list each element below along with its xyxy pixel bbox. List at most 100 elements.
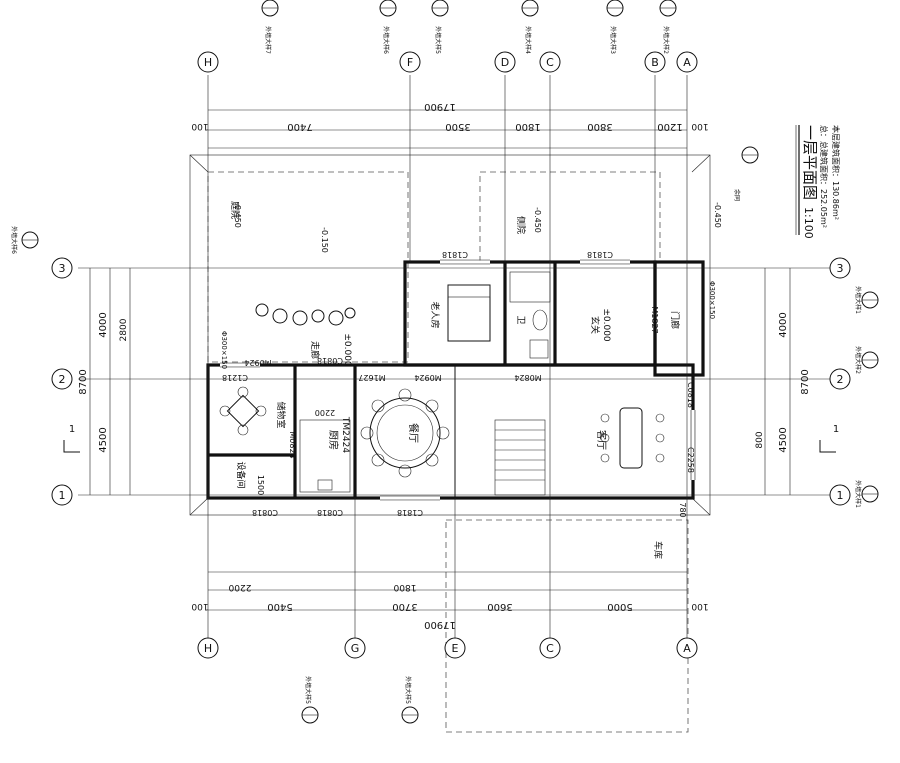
dim-right-total: 8700 [800,369,811,394]
dim-bottom-c: 3700 [392,601,417,612]
misc-tag: 2200 [315,408,335,417]
window-tag: C1818 [442,250,468,259]
axis-bubble-right-3: 3 [829,257,851,279]
svg-text:外墙大样2: 外墙大样2 [854,346,862,374]
detail-callout: 外墙大样5 [301,676,319,724]
window-tag: C1818 [587,250,613,259]
dining-table [360,388,450,478]
level-tag: -0.450 [533,207,542,233]
dim-right-b: 4500 [778,427,789,452]
axis-bubble-bottom-G: G [344,637,366,659]
svg-text:外墙大样1: 外墙大样1 [854,480,862,508]
window-tag: C0818 [317,356,343,365]
bed [447,284,491,342]
title-block: 一层平面图 1:100 总：总建筑面积：252.05m² 本层建筑面积：130.… [795,125,841,239]
dim-bottom-e: 5000 [607,601,632,612]
dim-bottom-total: 17900 [424,619,456,630]
storage-room-table [219,386,267,436]
svg-text:外墙大样5: 外墙大样5 [404,676,412,704]
door-tag: M1627 [358,373,385,382]
svg-text:外墙大样1: 外墙大样1 [854,286,862,314]
detail-callout: 外墙大样6 [379,0,397,54]
staircase [494,419,546,496]
axis-bubble-left-3: 3 [51,257,73,279]
svg-text:外墙大样6: 外墙大样6 [382,26,390,54]
detail-callout: 外墙大样4 [521,0,539,54]
svg-text:外墙大样6: 外墙大样6 [10,226,18,254]
parking-dashed-boundary [445,519,689,733]
room-kitchen: 厨房 [327,430,340,450]
misc-tag: Φ300×150 [220,331,228,369]
dim-bottom-d: 3600 [487,601,512,612]
window-tag: C0818 [686,382,695,408]
dim-top-f: 1200 [657,121,682,132]
axis-bubble-top-A: A [676,51,698,73]
svg-text:C: C [546,642,554,655]
room-storage: 储物室 [275,401,287,428]
dim-right-c: 800 [755,431,765,448]
window-tag: C1218 [222,373,248,382]
axis-bubble-right-2: 2 [829,368,851,390]
axis-bubble-top-B: B [644,51,666,73]
window-tag: C0818 [317,508,343,517]
dim-top-d: 1800 [515,121,540,132]
level-tag: -0.450 [713,202,722,228]
room-elder-bedroom: 老人房 [429,301,441,328]
axis-bubble-right-1: 1 [829,484,851,506]
corridor-level: ±0.000 [342,333,352,367]
svg-text:外墙大样5: 外墙大样5 [434,26,442,54]
room-door-area: 门廊 [669,311,681,329]
side-yard-dashed-boundary [479,171,661,263]
misc-tag: 1500 [256,475,265,495]
detail-callout: 外墙大样6 [10,226,39,254]
detail-callout: 外墙大样1 [854,286,879,314]
svg-text:G: G [351,642,360,655]
svg-text:H: H [204,642,212,655]
detail-callout: 外墙大样2 [659,0,677,54]
svg-text:3: 3 [59,262,66,275]
svg-text:B: B [651,56,659,69]
area-note-1: 总：总建筑面积：252.05m² [819,125,829,228]
svg-text:1: 1 [59,489,66,502]
site-corner-line [189,497,209,516]
room-bathroom: 卫 [515,315,525,324]
detail-callout: 余同 [733,146,759,201]
room-equipment: 设备间 [235,461,247,488]
svg-text:外墙大样7: 外墙大样7 [264,26,272,54]
axis-bubble-left-1: 1 [51,484,73,506]
dim-bottom-a: 100 [191,601,208,611]
dim-bottom-h: 1800 [393,582,416,592]
axis-lines [78,75,830,655]
site-corner-line [691,154,711,173]
door-tag: M0824 [514,373,541,382]
dim-top-c: 3500 [445,121,470,132]
detail-callout: 外墙大样5 [401,676,419,724]
dimension-lines [89,109,791,611]
detail-callout: 外墙大样3 [606,0,624,54]
section-mark-right: 1 [819,424,839,453]
svg-text:2: 2 [59,373,66,386]
detail-callout: 外墙大样5 [431,0,449,54]
room-garden: 庭院 [229,201,241,219]
living-sofa-set [600,407,665,469]
site-corner-line [691,497,711,516]
dim-top-total: 17900 [424,101,456,112]
entrance-wall [653,260,705,377]
room-dining: 餐厅 [407,423,420,443]
misc-tag: Φ300×150 [708,281,716,319]
misc-tag: 780 [678,502,687,517]
dim-left-total: 8700 [78,369,89,394]
svg-text:D: D [501,56,509,69]
svg-text:A: A [683,642,691,655]
axis-bubble-bottom-E: E [444,637,466,659]
svg-text:1: 1 [837,489,844,502]
svg-text:H: H [204,56,212,69]
drawing-scale: 1:100 [802,207,815,239]
window-tag: C2258 [686,447,695,473]
axis-bubble-bottom-A: A [676,637,698,659]
dim-top-b: 7400 [287,121,312,132]
window-tag: C1818 [397,508,423,517]
area-note-2: 本层建筑面积：130.86m² [831,125,841,220]
window-symbols [220,259,696,501]
